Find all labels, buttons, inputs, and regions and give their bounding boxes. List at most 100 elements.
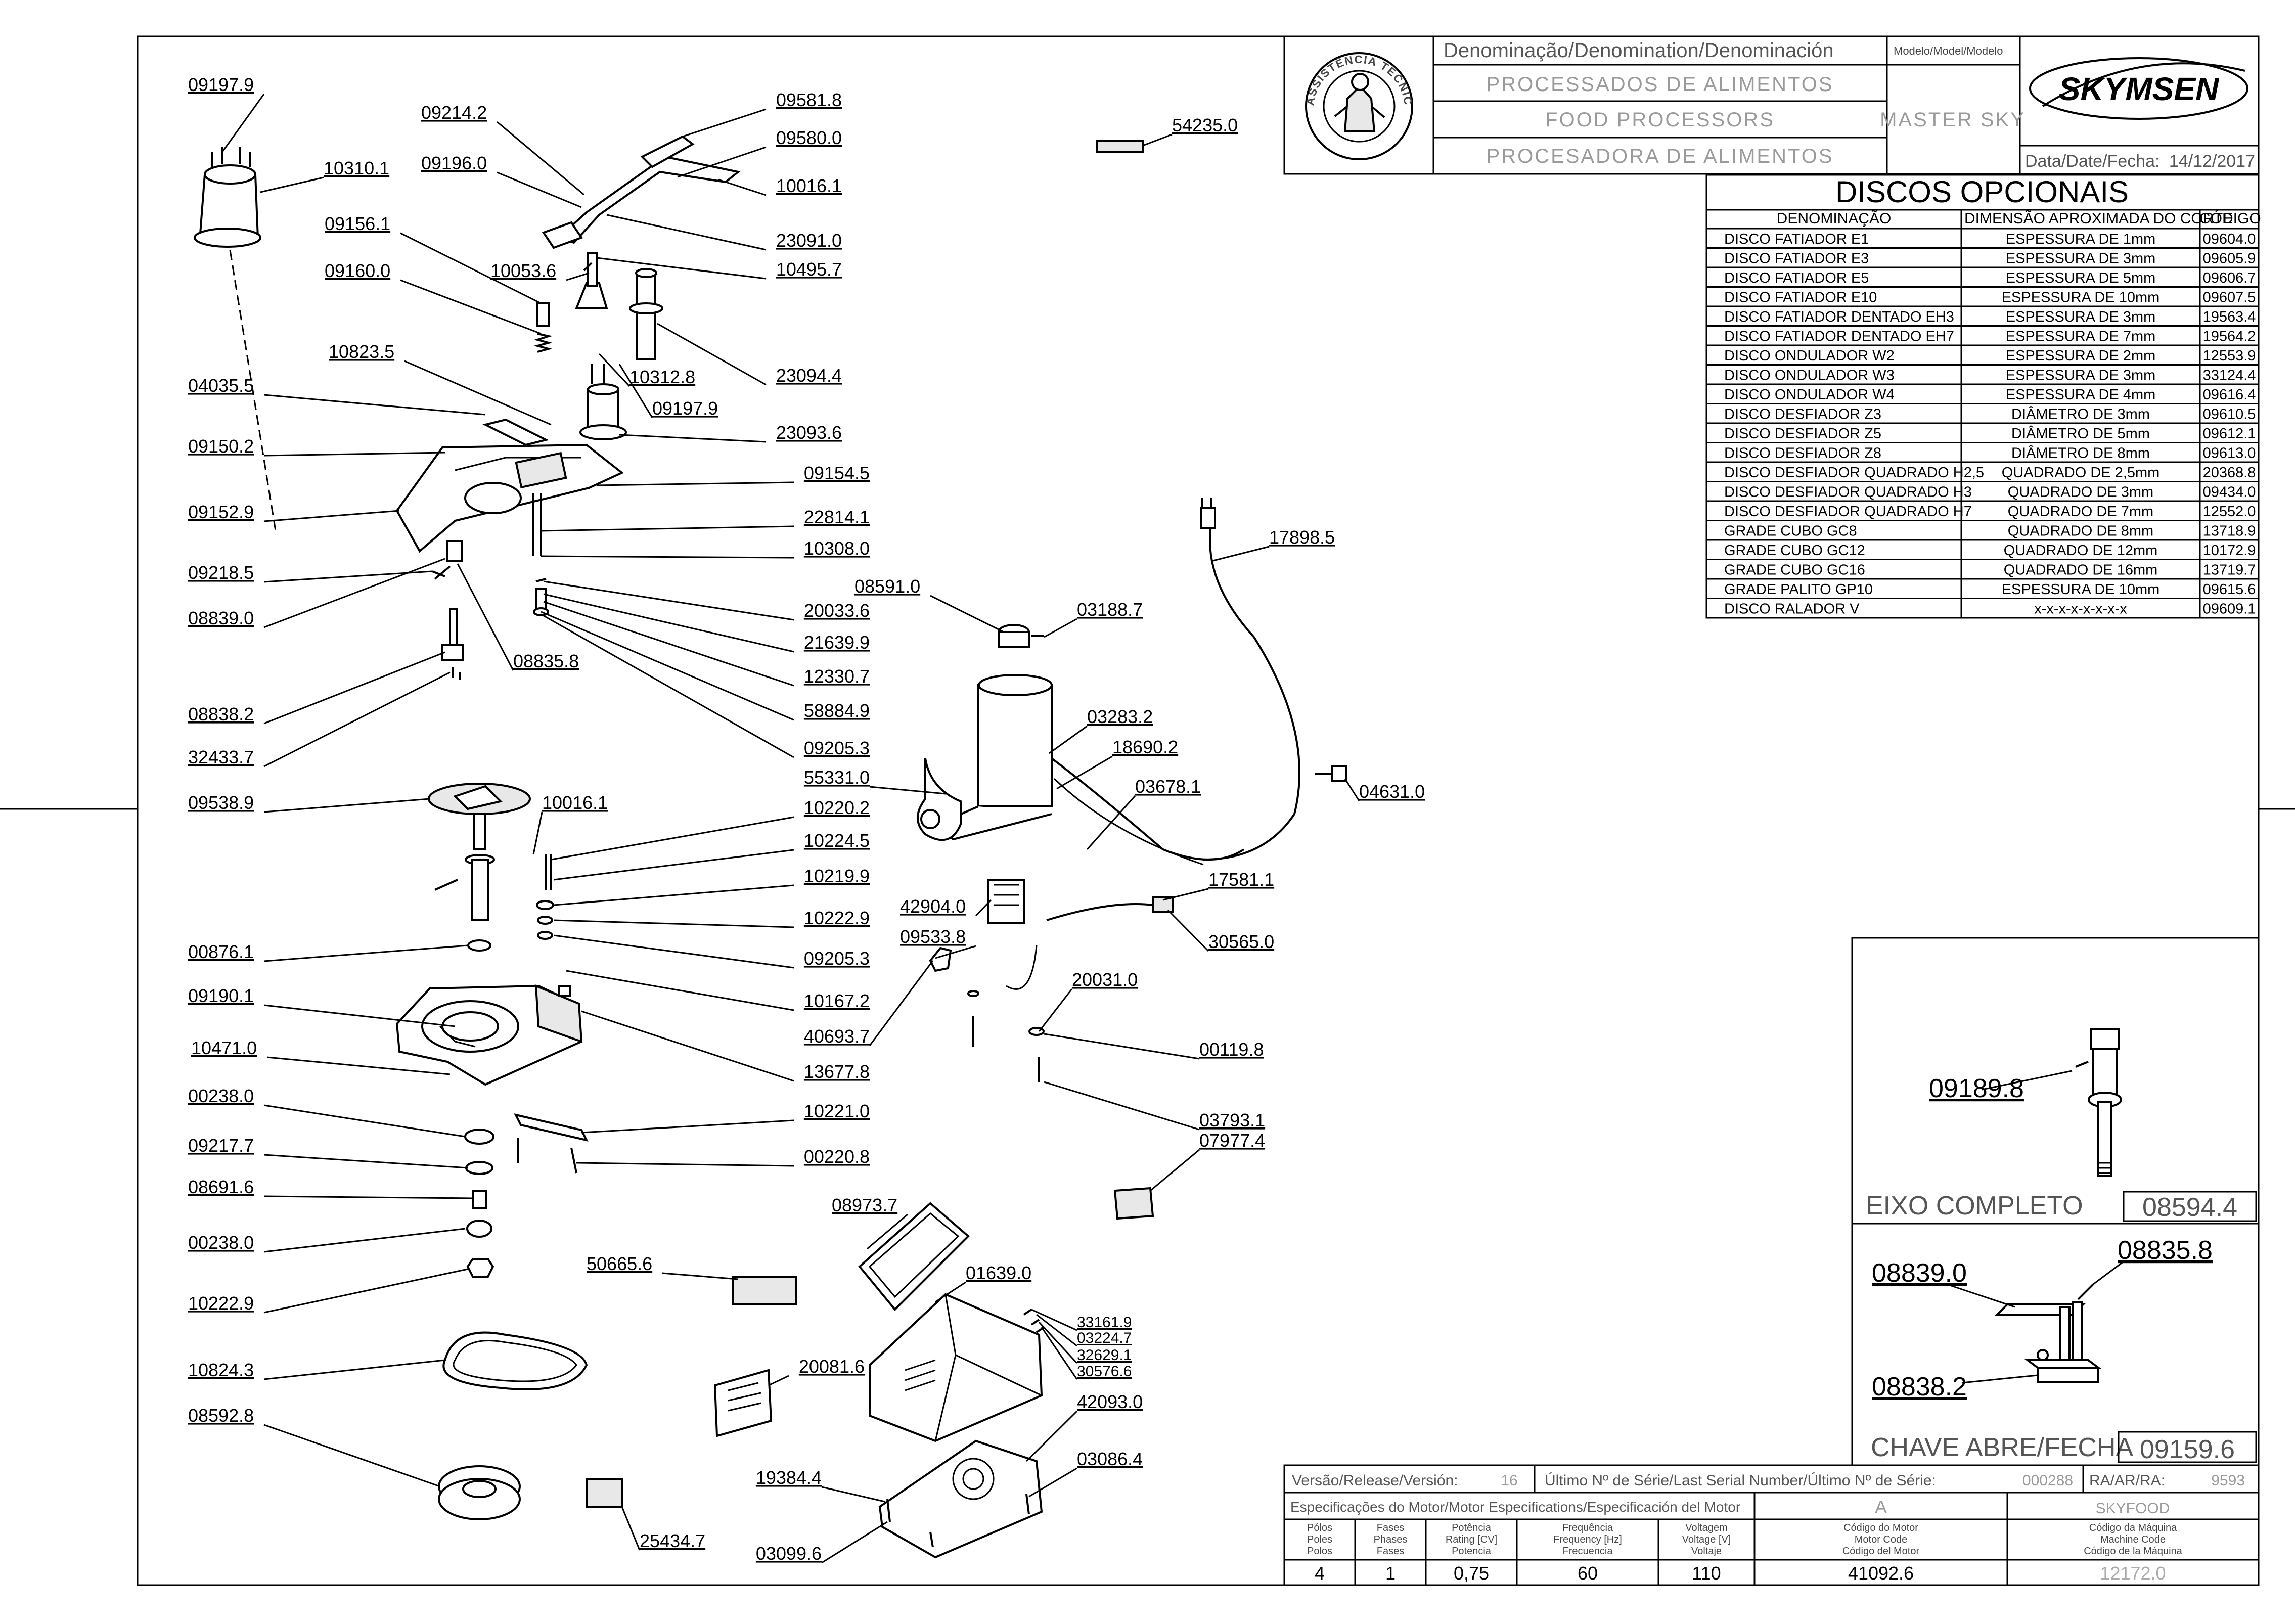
- leader-line: [263, 1424, 440, 1487]
- spec-header-en: Motor Code: [1855, 1534, 1908, 1545]
- row-denomination: DISCO FATIADOR E5: [1724, 270, 1869, 286]
- leader-line: [1167, 909, 1209, 952]
- part-label: 32433.7: [188, 747, 254, 768]
- leader-line: [1210, 546, 1270, 562]
- part-label: 03283.2: [1087, 706, 1153, 727]
- row-denomination: DISCO ONDULADOR W3: [1724, 368, 1895, 384]
- part-label: 03678.1: [1135, 776, 1201, 797]
- leader-line: [541, 525, 794, 532]
- cutting-disc-and-shaft: [428, 783, 554, 952]
- part-label: 09533.8: [900, 926, 966, 947]
- version-value: 16: [1501, 1472, 1517, 1489]
- leader-line: [1041, 1327, 1078, 1380]
- part-label: 20033.6: [804, 600, 870, 621]
- spec-header-en: Phases: [1374, 1534, 1408, 1545]
- leader-line: [1150, 1149, 1200, 1192]
- shaft-part-label: 09189.8: [1929, 1074, 2024, 1103]
- row-denomination: GRADE PALITO GP10: [1724, 581, 1873, 598]
- leader-line: [662, 1272, 739, 1280]
- leader-line: [581, 1010, 794, 1082]
- row-denomination: DISCO FATIADOR E10: [1724, 290, 1877, 306]
- row-code: 12552.0: [2203, 504, 2256, 520]
- part-label: 09154.5: [804, 463, 870, 483]
- spec-header-en: Rating [CV]: [1446, 1534, 1497, 1545]
- leader-line: [263, 944, 468, 962]
- row-denomination: DISCO FATIADOR E3: [1724, 251, 1869, 267]
- labels-and-plates: [586, 140, 1144, 1508]
- part-label: 10222.9: [804, 908, 870, 928]
- leader-line: [1044, 1081, 1200, 1131]
- leader-line: [1038, 1321, 1078, 1364]
- leader-line: [1044, 1033, 1200, 1060]
- spec-value: 41092.6: [1848, 1563, 1914, 1584]
- ra-value: 9593: [2211, 1472, 2245, 1489]
- part-label: 20081.6: [799, 1356, 865, 1377]
- row-denomination: DISCO DESFIADOR QUADRADO H3: [1724, 484, 1972, 501]
- part-label: 08592.8: [188, 1405, 254, 1426]
- row-denomination: DISCO DESFIADOR QUADRADO H7: [1724, 504, 1972, 520]
- part-label: 10016.1: [776, 175, 842, 196]
- part-label: 09150.2: [188, 436, 254, 457]
- leader-line: [1142, 133, 1173, 147]
- shaft-title: EIXO COMPLETO: [1866, 1191, 2083, 1221]
- row-denomination: DISCO FATIADOR DENTADO EH3: [1724, 309, 1954, 325]
- part-label: 03188.7: [1077, 599, 1143, 620]
- brand-name: SKYMSEN: [2059, 71, 2220, 107]
- leader-line: [1056, 755, 1113, 790]
- spec-header-en: Frequency [Hz]: [1553, 1534, 1622, 1545]
- part-label: 08838.2: [188, 704, 254, 725]
- spec-value: 1: [1385, 1563, 1396, 1584]
- part-label: 55331.0: [804, 767, 870, 788]
- part-label: 09190.1: [188, 985, 254, 1006]
- row-denomination: DISCO DESFIADOR Z5: [1724, 426, 1881, 442]
- part-label: 10220.2: [804, 797, 870, 818]
- part-label: 17898.5: [1269, 527, 1335, 548]
- row-code: 33124.4: [2203, 368, 2256, 384]
- row-code: 09607.5: [2203, 290, 2256, 306]
- row-denomination: DISCO FATIADOR E1: [1724, 231, 1869, 247]
- leader-line: [682, 108, 767, 138]
- leader-line: [263, 1228, 466, 1253]
- row-denomination: DISCO DESFIADOR Z3: [1724, 407, 1881, 423]
- leader-line: [935, 945, 976, 959]
- row-code: 19564.2: [2203, 329, 2256, 345]
- leader-line: [263, 1004, 456, 1027]
- part-label: 19384.4: [756, 1467, 822, 1488]
- row-dimension: DIÂMETRO DE 8mm: [2011, 445, 2150, 462]
- spec-header-es: Frecuencia: [1563, 1546, 1613, 1557]
- spec-header-pt: Frequência: [1562, 1522, 1613, 1533]
- row-dimension: ESPESSURA DE 10mm: [2002, 581, 2160, 598]
- row-dimension: ESPESSURA DE 3mm: [2006, 251, 2156, 267]
- switch-title: CHAVE ABRE/FECHA: [1871, 1433, 2133, 1462]
- leader-line: [263, 570, 433, 583]
- detail-box: 09189.8 EIXO COMPLETO 08594.4 08839.0 08…: [1851, 937, 2260, 1466]
- row-dimension: ESPESSURA DE 1mm: [2006, 231, 2156, 247]
- part-label: 09538.9: [188, 792, 254, 813]
- leader-lines: [221, 94, 1360, 1564]
- row-dimension: QUADRADO DE 3mm: [2008, 484, 2153, 501]
- motor-spec-letter: A: [1875, 1497, 1887, 1517]
- row-code: 12553.9: [2203, 348, 2256, 364]
- row-dimension: QUADRADO DE 16mm: [2004, 562, 2158, 578]
- switch-part-label-1: 08839.0: [1872, 1258, 1967, 1288]
- part-label: 42904.0: [900, 896, 966, 917]
- motor-spec-label: Especificações do Motor/Motor Especifica…: [1290, 1499, 1740, 1515]
- part-label: 22814.1: [804, 507, 870, 527]
- row-denomination: DISCO DESFIADOR QUADRADO H2,5: [1724, 465, 1984, 481]
- part-label: 33161.9: [1077, 1314, 1132, 1331]
- spec-header-es: Código de la Máquina: [2084, 1546, 2182, 1557]
- leader-line: [263, 452, 445, 457]
